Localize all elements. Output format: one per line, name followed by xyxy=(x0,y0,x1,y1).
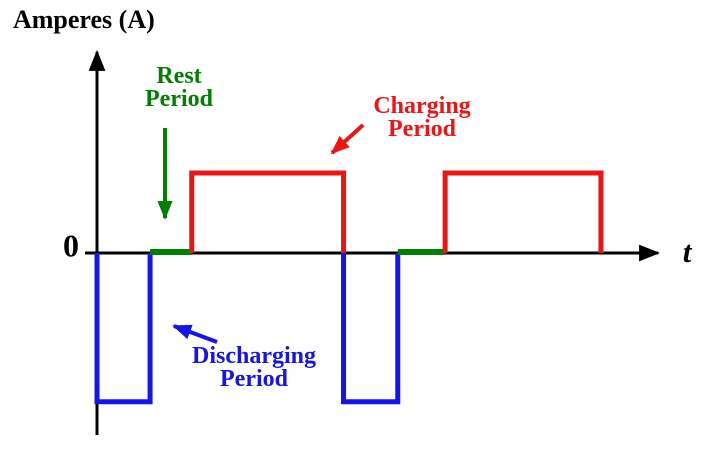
phase-segment-discharging-period xyxy=(94,253,153,405)
charging-period-label: Charging Period xyxy=(373,93,471,142)
waveform-trace xyxy=(94,170,604,405)
discharge-annotation-arrow xyxy=(172,324,218,344)
rest-period-label: Rest Period xyxy=(145,63,213,112)
origin-zero-label: 0 xyxy=(63,227,79,264)
discharging-period-label: Discharging Period xyxy=(191,343,317,392)
phase-segment-charging-period xyxy=(442,170,604,253)
phase-segment-charging-period xyxy=(189,170,347,253)
x-axis-title: t xyxy=(682,234,692,269)
charge-annotation-arrow xyxy=(330,123,365,155)
phase-segment-discharging-period xyxy=(341,253,401,405)
y-axis-title: Amperes (A) xyxy=(13,5,155,34)
